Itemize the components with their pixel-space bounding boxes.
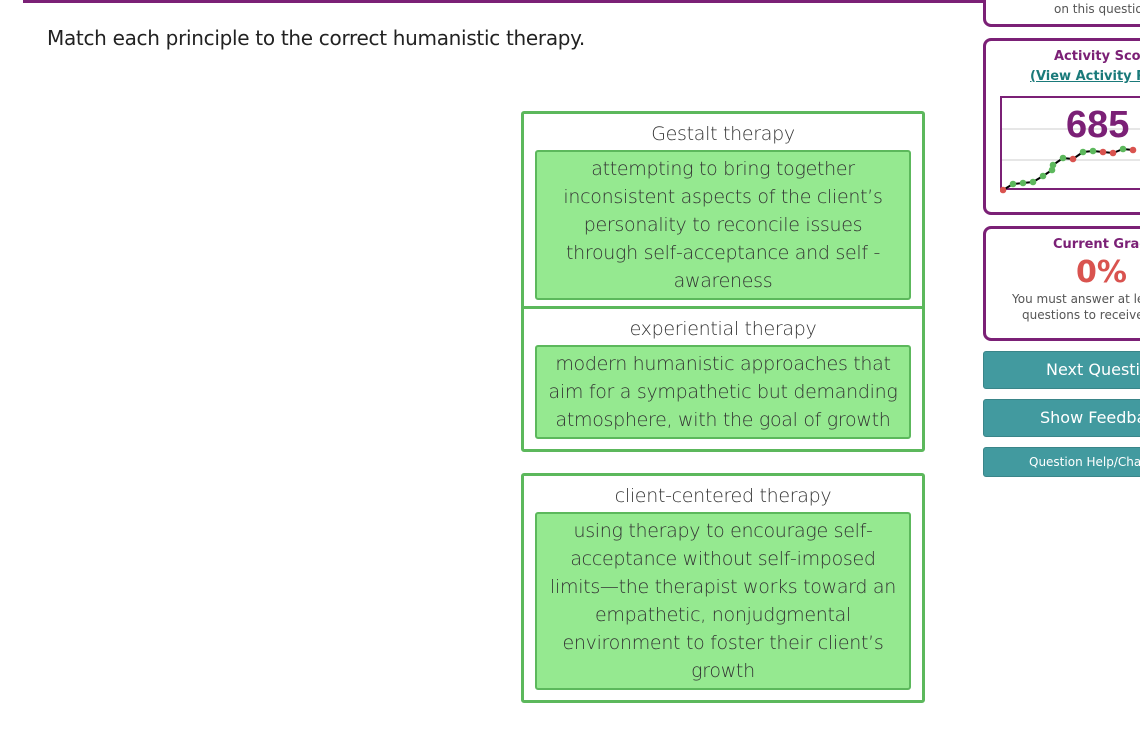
match-term: experiential therapy [629,318,817,340]
score-history-point-wrong [1000,186,1007,194]
match-card-gestalt: Gestalt therapy attempting to bring toge… [521,111,925,313]
grade-note-line-1: You must answer at leas [1012,292,1140,306]
score-history-chart: 685 [1000,96,1140,194]
question-prompt: Match each principle to the correct huma… [47,26,585,50]
match-definition[interactable]: modern humanistic approaches that aim fo… [535,345,911,439]
match-card-client-centered: client-centered therapy using therapy to… [521,473,925,703]
next-question-button[interactable]: Next Questio [983,351,1140,389]
current-grade-panel: Current Grade 0% You must answer at leas… [983,226,1140,341]
score-history-point-wrong [1129,146,1137,154]
score-history-point-right [1089,147,1097,155]
previous-panel: on this question [983,0,1140,27]
score-history-point-right [1009,180,1017,188]
score-history-point-right [1019,179,1027,187]
match-card-experiential: experiential therapy modern humanistic a… [521,306,925,452]
show-feedback-button[interactable]: Show Feedba [983,399,1140,437]
view-activity-report-link[interactable]: (View Activity Rep [1030,69,1140,84]
score-history-point-right [1119,145,1127,153]
match-term: client-centered therapy [614,485,832,507]
current-grade-title: Current Grade [1053,237,1140,252]
match-definition[interactable]: using therapy to encourage self-acceptan… [535,512,911,690]
match-term: Gestalt therapy [651,123,795,145]
score-history-point-right [1059,154,1067,162]
score-history-point-wrong [1069,155,1077,163]
match-definition[interactable]: attempting to bring together inconsisten… [535,150,911,300]
activity-score-title: Activity Score [1054,49,1140,64]
score-history-point-right [1049,161,1057,169]
activity-score-panel: Activity Score (View Activity Rep 685 [983,38,1140,215]
grade-note-line-2: questions to receive a [1022,308,1140,322]
score-history-point-wrong [1109,149,1117,157]
activity-score-value: 685 [1066,104,1129,146]
top-note: on this question [1054,2,1140,16]
score-history-point-right [1048,166,1056,174]
score-history-point-right [1039,172,1047,180]
score-history-point-right [1029,178,1037,186]
current-grade-value: 0% [1076,255,1127,290]
score-history-point-wrong [1099,148,1107,156]
score-history-point-right [1079,148,1087,156]
question-help-button[interactable]: Question Help/Chall [983,447,1140,477]
top-border [23,0,985,3]
